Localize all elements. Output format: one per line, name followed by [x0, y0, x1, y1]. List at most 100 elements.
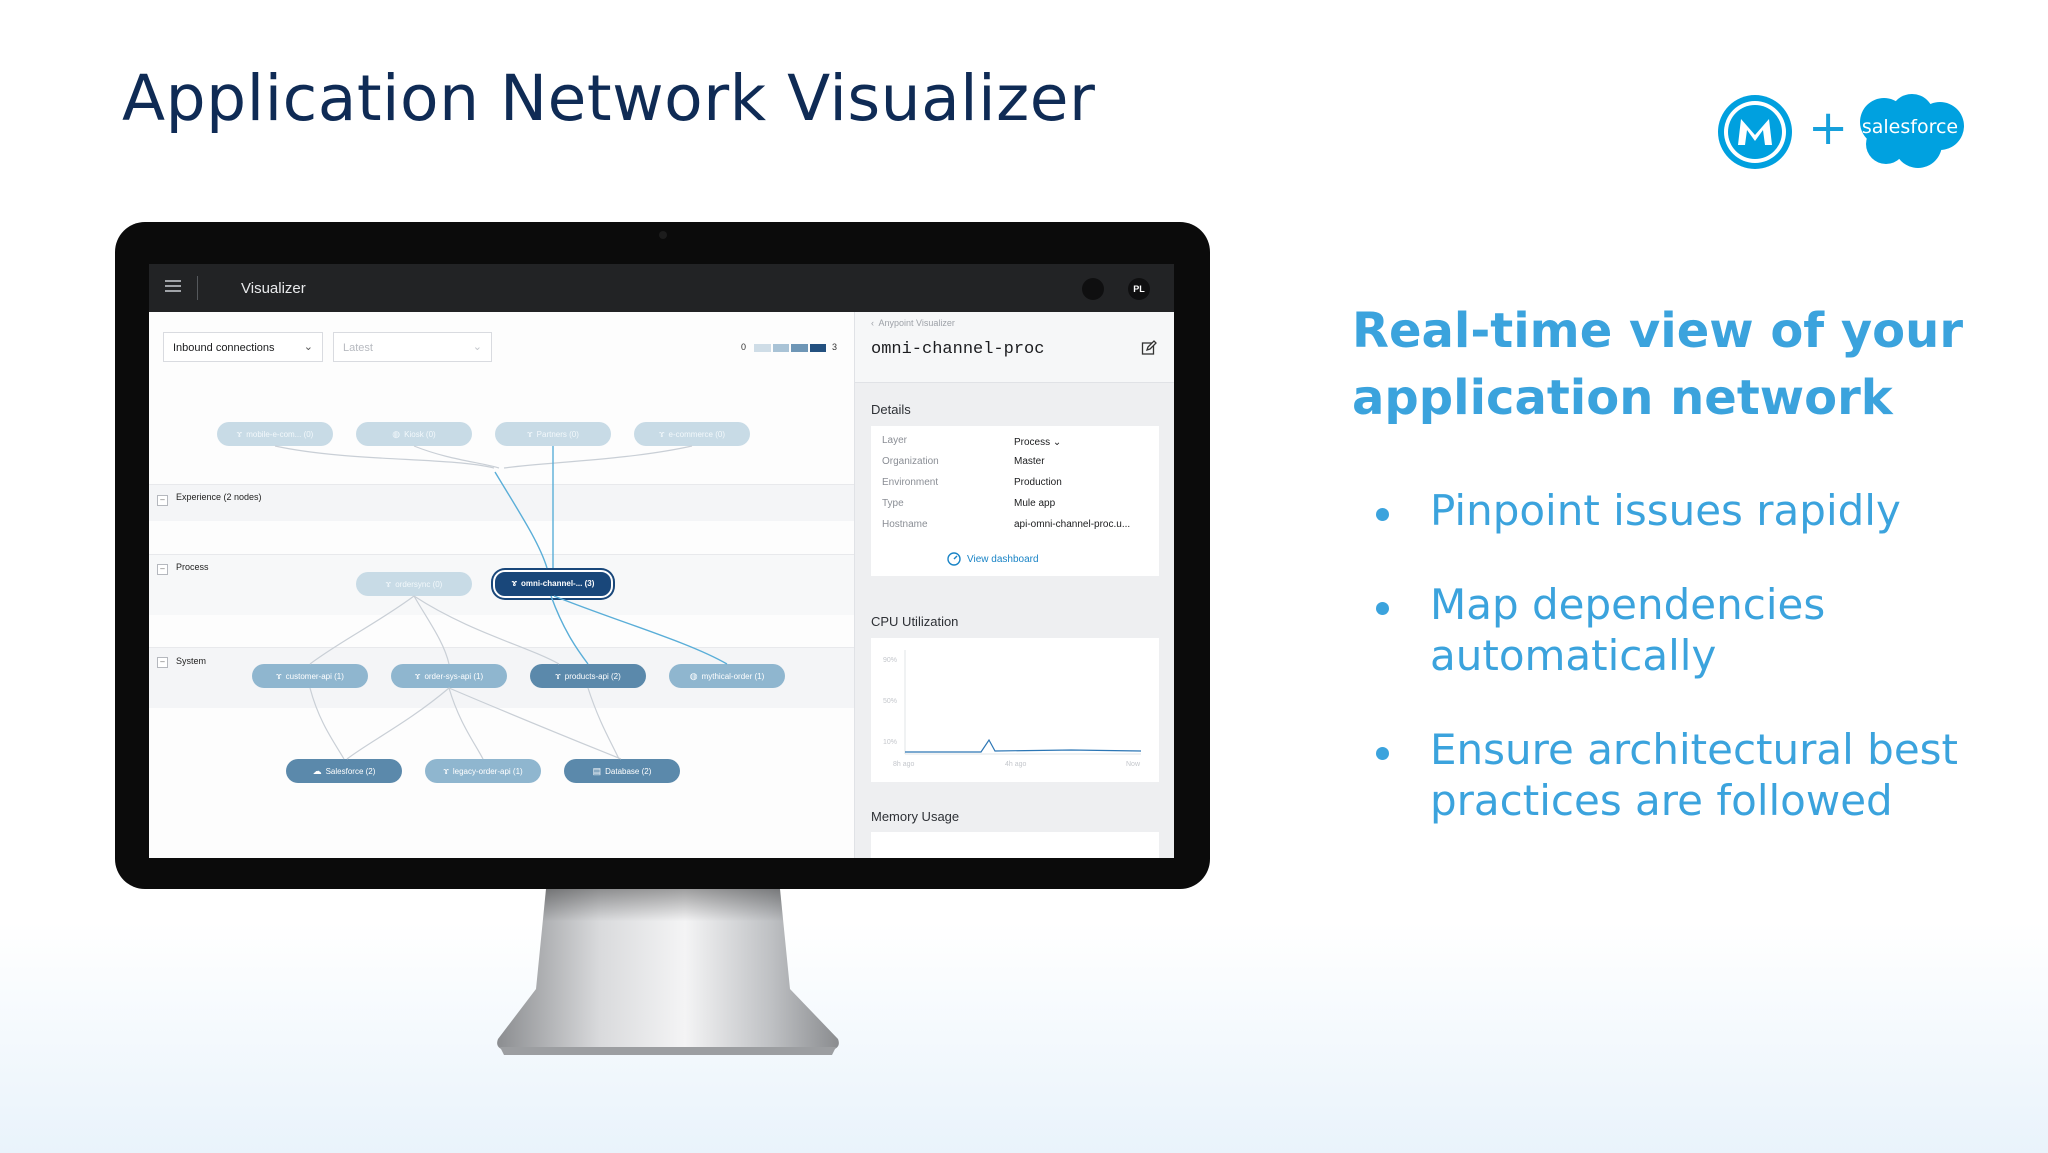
chevron-down-icon: ⌄ — [303, 341, 313, 353]
mule-app-icon: ɤ — [443, 766, 449, 776]
brand-logos: + salesforce — [1716, 92, 1966, 182]
version-select[interactable]: Latest ⌄ — [333, 332, 492, 362]
connections-select-value: Inbound connections — [173, 342, 275, 354]
node-label: mobile-e-com... (0) — [246, 430, 314, 439]
layer-select[interactable]: Process ⌄ — [1014, 437, 1061, 448]
app-topbar: Visualizer PL — [149, 264, 1174, 312]
cpu-x-now: Now — [1126, 761, 1141, 768]
bullet-text: Map dependencies automatically — [1430, 580, 1826, 680]
layer-value: Process — [1014, 437, 1051, 448]
globe-icon: ◍ — [392, 429, 401, 439]
node-label: Database (2) — [605, 767, 652, 776]
node-label: Salesforce (2) — [325, 767, 376, 776]
node-database[interactable]: ▤Database (2) — [564, 759, 680, 783]
type-key: Type — [882, 498, 904, 509]
database-icon: ▤ — [592, 766, 602, 776]
monitor-frame: Visualizer PL Inbound connections ⌄ Late… — [115, 222, 1210, 889]
breadcrumb-label: Anypoint Visualizer — [878, 318, 955, 328]
bullet-list: Pinpoint issues rapidly Map dependencies… — [1372, 485, 2032, 869]
collapse-experience-icon[interactable]: – — [157, 495, 168, 506]
layer-label-experience: Experience (2 nodes) — [176, 492, 262, 502]
layer-label-process: Process — [176, 562, 209, 572]
cpu-series-line — [905, 738, 1142, 753]
bullet-text: Pinpoint issues rapidly — [1430, 486, 1901, 535]
mule-app-icon: ɤ — [527, 429, 533, 439]
node-label: order-sys-api (1) — [424, 672, 484, 681]
mule-app-icon: ɤ — [276, 671, 282, 681]
menu-icon[interactable] — [165, 280, 181, 293]
chevron-down-icon: ⌄ — [472, 341, 482, 353]
bullet-dot-icon — [1376, 602, 1389, 615]
cpu-tick-10: 10% — [883, 739, 897, 746]
collapse-process-icon[interactable]: – — [157, 564, 168, 575]
topbar-divider — [197, 276, 198, 300]
connections-select[interactable]: Inbound connections ⌄ — [163, 332, 323, 362]
bullet-dot-icon — [1376, 747, 1389, 760]
node-label: customer-api (1) — [285, 672, 344, 681]
bullet-text: Ensure architectural best practices are … — [1430, 725, 1959, 825]
environment-value: Production — [1014, 477, 1062, 488]
bullet-item: Pinpoint issues rapidly — [1372, 485, 2032, 536]
globe-icon: ◍ — [689, 671, 698, 681]
node-label: products-api (2) — [564, 672, 621, 681]
node-mythical-order[interactable]: ◍mythical-order (1) — [669, 664, 785, 688]
chevron-down-icon: ⌄ — [1052, 437, 1062, 448]
mule-app-icon: ɤ — [385, 579, 392, 589]
node-label: legacy-order-api (1) — [452, 767, 523, 776]
graph-canvas[interactable]: Inbound connections ⌄ Latest ⌄ 0 3 – Exp… — [149, 312, 854, 858]
breadcrumb[interactable]: ‹ Anypoint Visualizer — [871, 318, 955, 328]
slide-title: Application Network Visualizer — [122, 62, 1096, 135]
cpu-tick-90: 90% — [883, 657, 897, 664]
avatar[interactable]: PL — [1128, 278, 1150, 300]
details-card: Layer Process ⌄ Organization Master Envi… — [871, 426, 1159, 576]
app-screen: Visualizer PL Inbound connections ⌄ Late… — [149, 264, 1174, 858]
edit-icon[interactable] — [1141, 340, 1157, 356]
mulesoft-logo-icon — [1718, 95, 1792, 169]
plus-sign: + — [1808, 100, 1849, 156]
mule-app-icon: ɤ — [658, 429, 665, 439]
collapse-system-icon[interactable]: – — [157, 657, 168, 668]
panel-title: omni-channel-proc — [871, 340, 1045, 359]
dashboard-icon — [947, 552, 961, 566]
mule-app-icon: ɤ — [236, 429, 243, 439]
organization-value: Master — [1014, 456, 1045, 467]
cpu-x-4h: 4h ago — [1005, 761, 1027, 768]
view-dashboard-link[interactable]: View dashboard — [967, 554, 1039, 565]
salesforce-logo-icon — [1860, 94, 1964, 168]
node-kiosk[interactable]: ◍Kiosk (0) — [356, 422, 472, 446]
panel-header: ‹ Anypoint Visualizer omni-channel-proc — [855, 312, 1174, 383]
legend-min: 0 — [741, 342, 747, 352]
organization-key: Organization — [882, 456, 939, 467]
environment-key: Environment — [882, 477, 939, 488]
node-label: Kiosk (0) — [404, 430, 436, 439]
memory-chart-card — [871, 832, 1159, 858]
legend-scale — [754, 344, 826, 352]
node-label: mythical-order (1) — [701, 672, 765, 681]
mule-app-icon: ɤ — [414, 671, 421, 681]
camera-dot — [659, 231, 667, 239]
legend-max: 3 — [832, 342, 838, 352]
mule-app-icon: ɤ — [511, 578, 518, 588]
mule-app-icon: ɤ — [555, 671, 561, 681]
node-label: Partners (0) — [536, 430, 579, 439]
node-label: ordersync (0) — [395, 580, 443, 589]
layer-label-system: System — [176, 656, 207, 666]
cpu-section-title: CPU Utilization — [871, 614, 959, 629]
hostname-key: Hostname — [882, 519, 928, 530]
notification-icon[interactable] — [1082, 278, 1104, 300]
details-panel: ‹ Anypoint Visualizer omni-channel-proc … — [854, 312, 1174, 858]
app-name: Visualizer — [241, 280, 306, 297]
bullet-dot-icon — [1376, 508, 1389, 521]
memory-section-title: Memory Usage — [871, 809, 960, 824]
node-salesforce[interactable]: ☁Salesforce (2) — [286, 759, 402, 783]
cpu-chart-card: 90% 50% 10% 8h ago 4h ago Now — [871, 638, 1159, 782]
